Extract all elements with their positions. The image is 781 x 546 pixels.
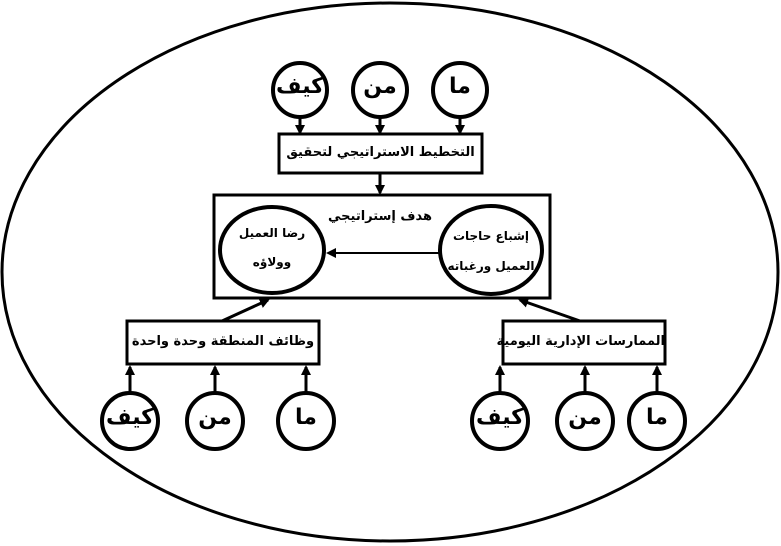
right-box <box>501 319 667 366</box>
goal-target-line2: وولاؤه <box>252 255 292 269</box>
arrow-left-to-goal <box>221 298 270 323</box>
goal-title: هدف إستراتيجي <box>328 209 432 224</box>
top-question-what: ما <box>449 74 471 99</box>
goal-target-line1: رضا العميل <box>238 226 306 240</box>
right-box-label: الممارسات الإدارية اليومية <box>496 334 665 349</box>
left-question-who: من <box>198 405 232 430</box>
left-box-label: وظائف المنطقة وحدة واحدة <box>131 334 315 349</box>
right-question-how: كيف <box>476 405 524 430</box>
left-question-how: كيف <box>106 405 154 430</box>
goal-source-line2: العميل ورغباته <box>447 259 535 273</box>
goal-source-line1: إشباع حاجات <box>452 229 530 243</box>
goal-source-ellipse <box>438 204 544 296</box>
left-question-what: ما <box>295 405 317 430</box>
goal-target-ellipse <box>218 205 326 295</box>
top-question-who: من <box>363 74 397 99</box>
left-box <box>125 319 321 366</box>
arrow-right-to-goal <box>518 297 581 323</box>
right-question-who: من <box>568 405 602 430</box>
right-question-what: ما <box>646 405 668 430</box>
top-question-how: كيف <box>276 74 324 99</box>
top-box-label: التخطيط الاستراتيجي لتحقيق <box>286 145 475 160</box>
